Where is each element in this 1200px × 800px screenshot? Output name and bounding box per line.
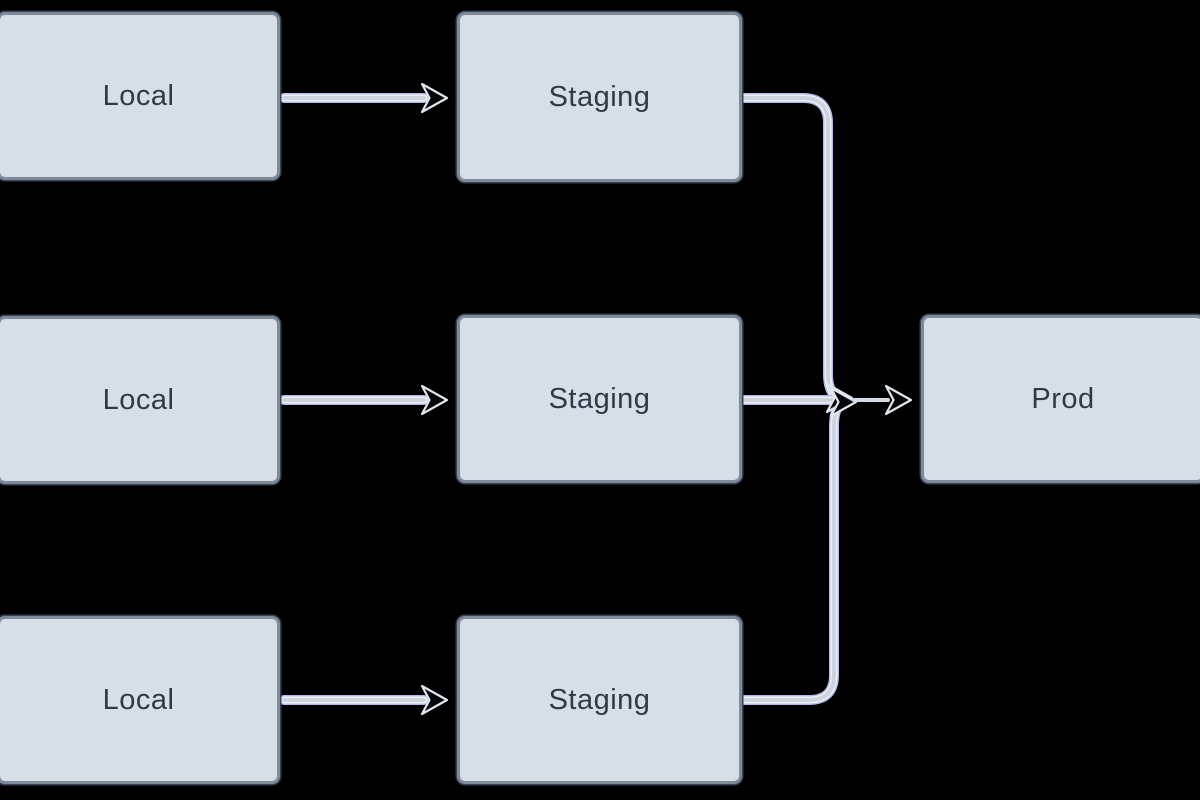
node-label: Staging [548, 683, 651, 716]
node-local-3: Local [0, 616, 280, 784]
arrow-head-icon [420, 384, 449, 416]
node-local-2: Local [0, 316, 280, 484]
node-label: Staging [548, 382, 651, 415]
merge-junction [825, 382, 913, 418]
edge-local1-staging1 [279, 82, 449, 114]
node-label: Local [102, 79, 175, 112]
arrow-head-icon [420, 684, 449, 716]
edge-staging1-prod [737, 93, 847, 404]
edge-staging3-prod [737, 396, 851, 705]
node-staging-1: Staging [457, 12, 742, 182]
arrow-head-icon [420, 82, 449, 114]
node-label: Prod [1031, 382, 1095, 415]
node-staging-3: Staging [457, 616, 742, 784]
node-prod: Prod [921, 315, 1200, 483]
arrow-head-icon [829, 386, 858, 418]
edge-local2-staging2 [279, 384, 449, 416]
node-label: Staging [548, 80, 651, 113]
node-label: Local [102, 683, 175, 716]
node-label: Local [102, 383, 175, 416]
node-local-1: Local [0, 12, 280, 180]
edge-local3-staging3 [279, 684, 449, 716]
arrow-head-icon [884, 384, 913, 416]
node-staging-2: Staging [457, 315, 742, 483]
